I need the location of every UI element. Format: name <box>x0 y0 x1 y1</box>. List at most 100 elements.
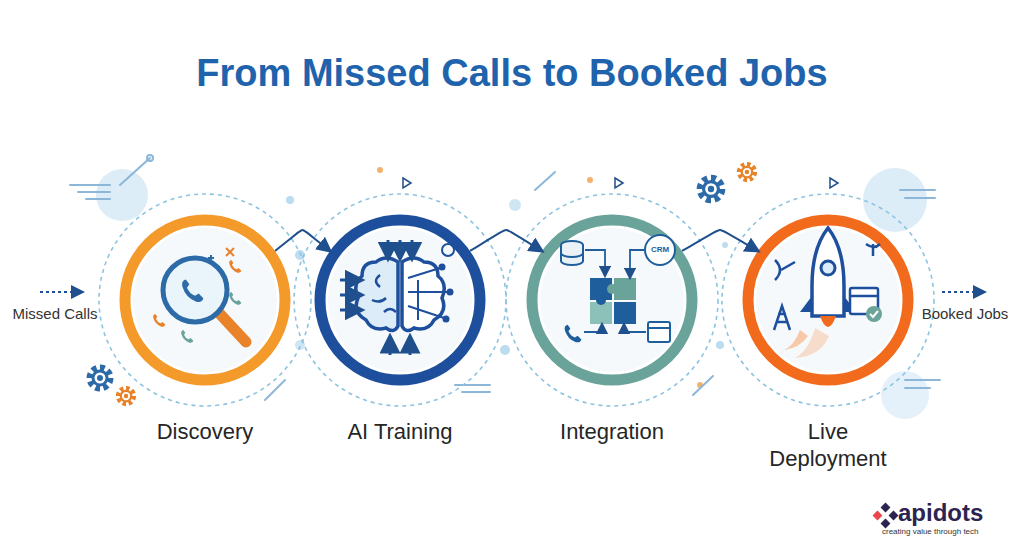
brain-icon <box>448 290 453 295</box>
magnifier-icon <box>226 248 234 256</box>
magnifier-icon <box>182 280 203 302</box>
rocket-icon <box>821 261 835 275</box>
speed-lines <box>147 155 153 161</box>
circle-insides <box>133 228 900 372</box>
circle-insides <box>133 228 277 372</box>
integration-icon <box>614 278 636 300</box>
circle-insides <box>540 228 684 372</box>
magnifier-icon <box>163 258 227 322</box>
brain-icon <box>340 294 355 297</box>
brain-icon <box>387 240 390 252</box>
rocket-icon <box>872 244 875 256</box>
rocket-icon <box>784 330 808 350</box>
speed-lines <box>120 158 150 185</box>
background-blobs <box>722 242 728 248</box>
rocket-icon <box>795 328 829 358</box>
magnifier-icon <box>153 314 165 327</box>
flow-connector <box>470 230 542 251</box>
integration-icon <box>561 253 583 257</box>
brain-icon <box>340 240 454 355</box>
background-blobs <box>286 196 294 204</box>
background-blobs <box>500 345 510 355</box>
rocket-icon <box>775 260 780 280</box>
magnifier-icon <box>208 255 214 261</box>
ring-triangles <box>403 178 838 188</box>
background-blobs <box>716 341 724 349</box>
speed-lines <box>70 155 940 400</box>
logo-mark <box>873 511 883 521</box>
brain-icon <box>389 343 392 355</box>
magnifier-icon <box>220 314 246 342</box>
integration-icon <box>645 235 675 265</box>
integration-icon <box>584 250 646 332</box>
background-blobs <box>863 168 927 232</box>
circle-rings <box>320 220 480 380</box>
integration-icon <box>561 235 675 342</box>
logo-tagline: creating value through tech <box>882 527 1018 537</box>
gears <box>700 178 721 199</box>
brain-icon <box>411 240 414 252</box>
step-circle: Live Deployment <box>743 215 914 386</box>
speed-lines <box>905 379 940 381</box>
icon-label: CRM <box>645 245 675 255</box>
rocket-icon <box>774 228 882 358</box>
gears <box>90 368 110 388</box>
magnifier-icon <box>181 330 193 343</box>
integration-icon <box>590 302 612 324</box>
brain-icon <box>340 279 355 282</box>
dashed-rings <box>722 194 934 406</box>
brain-icon <box>442 244 454 256</box>
speed-lines <box>78 191 110 193</box>
speed-lines <box>70 184 110 186</box>
flow-connector <box>275 230 330 251</box>
side-arrows <box>942 291 980 293</box>
integration-icon <box>614 302 636 324</box>
diagram-title: From Missed Calls to Booked Jobs <box>0 52 1024 95</box>
integration-icon <box>607 284 617 294</box>
brain-icon <box>417 280 419 320</box>
brain-icon <box>444 317 449 322</box>
integration-icon <box>561 245 583 265</box>
magnifier-icon <box>229 292 241 305</box>
integration-icon <box>565 325 582 343</box>
dashed-rings <box>99 194 934 406</box>
gears <box>740 165 755 180</box>
ring-triangles <box>403 178 411 188</box>
logo-mark <box>881 519 891 529</box>
brain-icon <box>408 306 444 318</box>
background-blobs <box>96 167 929 419</box>
rocket-icon <box>820 316 836 327</box>
ring-triangles <box>830 178 838 188</box>
magnifier-icon <box>229 260 241 273</box>
rocket-icon <box>866 306 882 322</box>
background-blobs <box>377 167 383 173</box>
dashed-rings <box>506 194 718 406</box>
brain-icon <box>402 258 444 331</box>
rocket-icon <box>774 306 790 330</box>
speed-lines <box>455 384 490 386</box>
background-blobs <box>509 199 521 211</box>
side-arrows <box>40 291 980 293</box>
gears <box>90 165 755 404</box>
brain-icon <box>409 343 412 355</box>
speed-lines <box>693 376 713 395</box>
circle-insides <box>328 228 472 372</box>
brain-icon <box>340 309 355 312</box>
ring-triangles <box>615 178 623 188</box>
brain-icon <box>372 275 396 312</box>
circle-rings <box>125 220 908 380</box>
logo-mark <box>881 503 891 513</box>
step-circle: Discovery <box>120 215 291 386</box>
integration-icon <box>584 328 602 332</box>
speed-lines <box>86 198 110 200</box>
brain-icon <box>399 240 402 252</box>
background-blobs <box>587 177 593 183</box>
background-blobs <box>881 371 929 419</box>
rocket-icon <box>870 311 878 317</box>
speed-lines <box>535 172 555 190</box>
brain-icon <box>408 291 448 293</box>
side-label: Booked Jobs <box>920 304 1010 323</box>
circle-rings <box>532 220 692 380</box>
integration-icon <box>648 322 670 342</box>
